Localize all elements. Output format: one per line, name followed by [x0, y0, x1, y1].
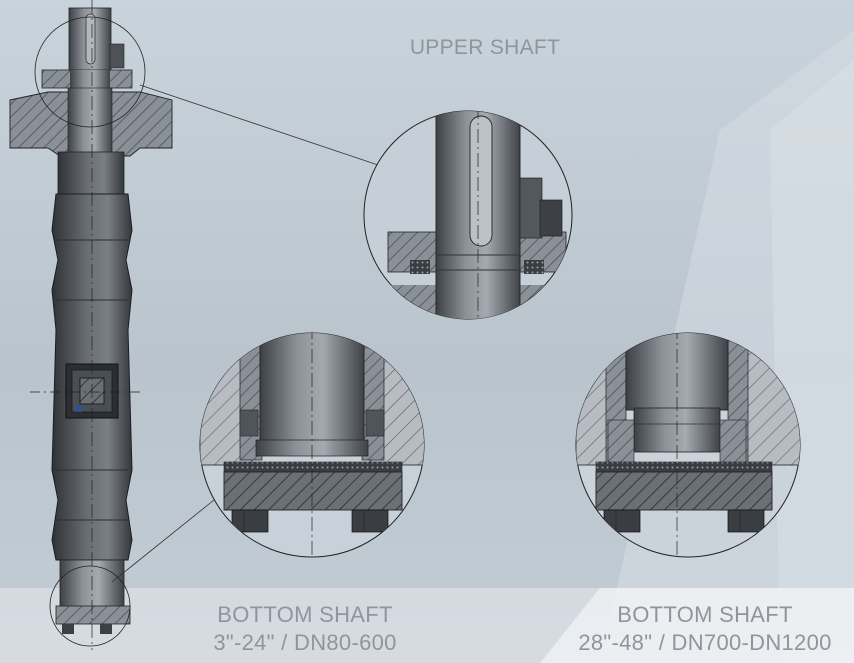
upper-shaft-label: UPPER SHAFT	[409, 36, 561, 59]
bottom-shaft-large-label: BOTTOM SHAFT 28"-48" / DN700-DN1200	[555, 601, 854, 657]
upper-detail-marker	[34, 16, 146, 128]
bottom-shaft-detail-small	[199, 332, 425, 558]
bottom-shaft-small-label: BOTTOM SHAFT 3"-24" / DN80-600	[170, 601, 440, 657]
bottom-shaft-detail-large	[575, 332, 801, 558]
upper-shaft-detail	[363, 110, 573, 320]
bottom-shaft-large-title: BOTTOM SHAFT	[617, 602, 793, 627]
valve-body-side-view	[9, 0, 173, 650]
bottom-detail-marker	[49, 565, 131, 647]
bottom-shaft-small-title: BOTTOM SHAFT	[217, 602, 393, 627]
bottom-leader-line	[111, 499, 215, 583]
upper-leader-line	[139, 84, 379, 166]
bottom-shaft-large-size-range: 28"-48" / DN700-DN1200	[578, 630, 832, 655]
bottom-shaft-small-size-range: 3"-24" / DN80-600	[213, 630, 397, 655]
